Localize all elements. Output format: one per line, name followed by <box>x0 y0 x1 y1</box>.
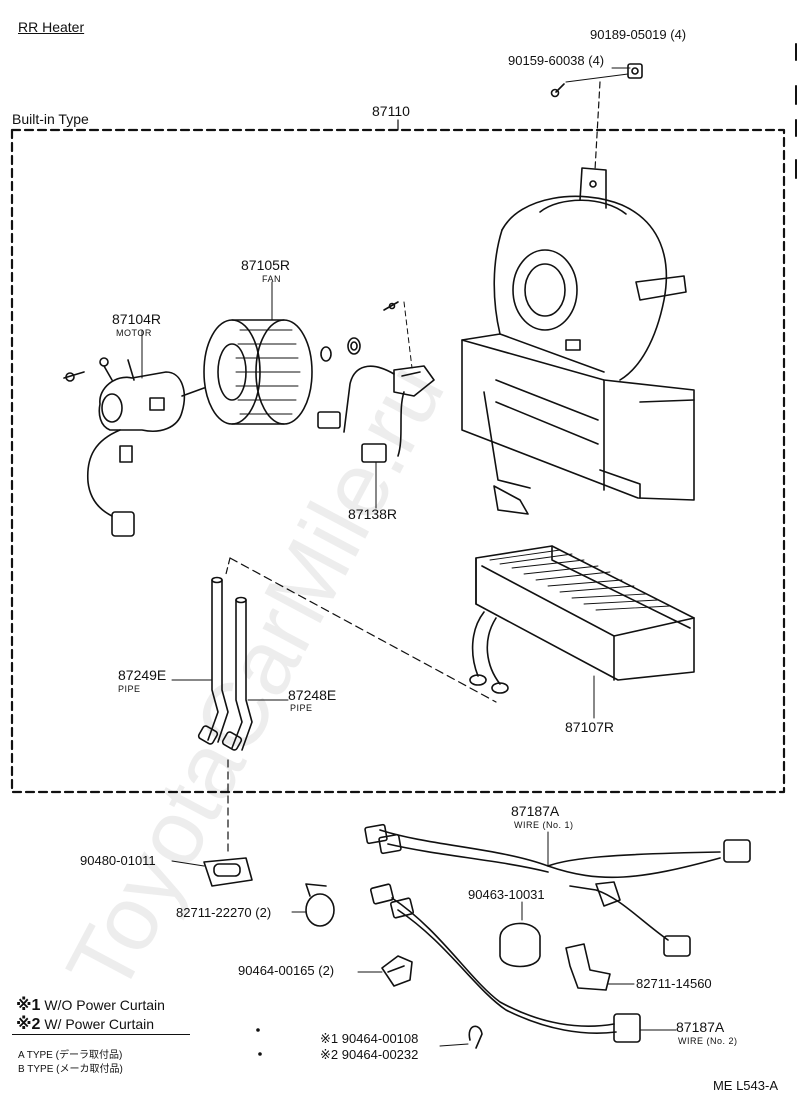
fan-component <box>203 281 313 425</box>
wire-2-part-number: 87187A <box>676 1019 725 1035</box>
clip-a-part-number: 90464-00165 (2) <box>238 963 335 978</box>
legend-type-a: A TYPE (デーラ取付品) <box>18 1050 123 1061</box>
screw-icon <box>63 371 85 382</box>
clip-icon <box>468 1025 483 1049</box>
wire-1-part-number: 87187A <box>511 803 560 819</box>
grommet-icon <box>203 857 253 887</box>
clamp-a-part-number: 82711-22270 (2) <box>176 905 272 920</box>
wire-1-part-name: WIRE (No. 1) <box>514 820 574 830</box>
washer-icon <box>320 337 361 362</box>
pipe-e-part-number: 87249E <box>118 667 167 683</box>
wire-1-harness <box>364 823 751 957</box>
resistor-component <box>317 365 435 505</box>
legend-text-2: W/ Power Curtain <box>44 1016 155 1032</box>
motor-part-name: MOTOR <box>116 328 152 338</box>
fan-part-name: FAN <box>262 274 282 284</box>
pipe-f-component <box>221 596 253 751</box>
motor-part-number: 87104R <box>112 311 162 327</box>
heater-core-part-number: 87107R <box>565 719 615 735</box>
heater-core-component <box>469 545 695 694</box>
screw-icon <box>383 301 399 311</box>
pipe-f-part-name: PIPE <box>290 703 313 713</box>
legend-mark-1: ※1 <box>16 997 41 1014</box>
legend-item-1: ※1 W/O Power Curtain <box>16 995 165 1015</box>
grommet-part-number: 90480-01011 <box>80 853 156 868</box>
clip-b2-part-number: ※2 90464-00232 <box>320 1047 419 1062</box>
legend-item-2: ※2 W/ Power Curtain <box>16 1014 154 1034</box>
clamp-icon <box>565 943 611 991</box>
legend-type-b: B TYPE (メーカ取付品) <box>18 1064 123 1075</box>
section-title: Built-in Type <box>12 111 89 127</box>
screw-icon <box>550 83 565 98</box>
resistor-part-number: 87138R <box>348 506 398 522</box>
blower-housing <box>461 167 695 515</box>
nut-part-number: 90189-05019 (4) <box>590 27 687 42</box>
pipe-e-part-name: PIPE <box>118 684 141 694</box>
legend-text-1: W/O Power Curtain <box>44 997 165 1013</box>
clamp-icon <box>305 883 335 927</box>
pipe-e-component <box>197 576 229 745</box>
screw-part-number: 90159-60038 (4) <box>508 53 605 68</box>
page-title: RR Heater <box>18 19 85 35</box>
clamp-c-part-number: 82711-14560 <box>636 976 712 991</box>
clip-icon <box>381 955 413 987</box>
wire-2-part-name: WIRE (No. 2) <box>678 1036 738 1046</box>
legend-mark-2: ※2 <box>16 1016 41 1033</box>
clamp-b-part-number: 90463-10031 <box>468 887 545 902</box>
assembly-part-number: 87110 <box>372 103 410 119</box>
legend-divider <box>12 1034 190 1035</box>
pipe-f-part-number: 87248E <box>288 687 337 703</box>
nut-icon <box>627 63 643 79</box>
clip-b1-part-number: ※1 90464-00108 <box>320 1031 419 1046</box>
clamp-icon <box>499 922 541 968</box>
fan-part-number: 87105R <box>241 257 291 273</box>
wire-2-harness <box>369 883 641 1043</box>
reference-code: ME L543-A <box>712 1078 778 1093</box>
motor-component <box>86 329 205 537</box>
